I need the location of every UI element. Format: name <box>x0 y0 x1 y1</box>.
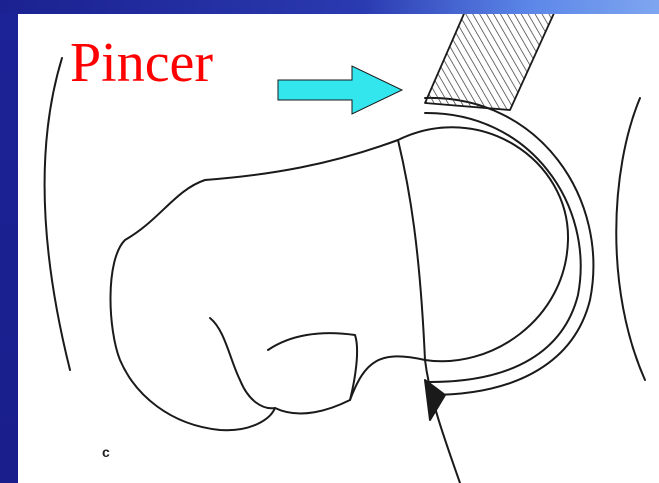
acetabulum-inner <box>425 113 581 382</box>
left-pelvis-outline <box>45 58 70 370</box>
physis-line <box>398 140 425 360</box>
lower-rim-spur <box>425 380 445 420</box>
lesser-trochanter <box>210 318 275 408</box>
femur-shaft <box>425 360 460 483</box>
figure-caption: c <box>102 444 110 460</box>
right-pelvis-outline <box>616 98 645 380</box>
intertrochanteric-line <box>268 333 357 400</box>
pincer-spur <box>425 0 560 110</box>
pincer-label: Pincer <box>70 35 213 91</box>
femur-outline <box>110 140 425 430</box>
